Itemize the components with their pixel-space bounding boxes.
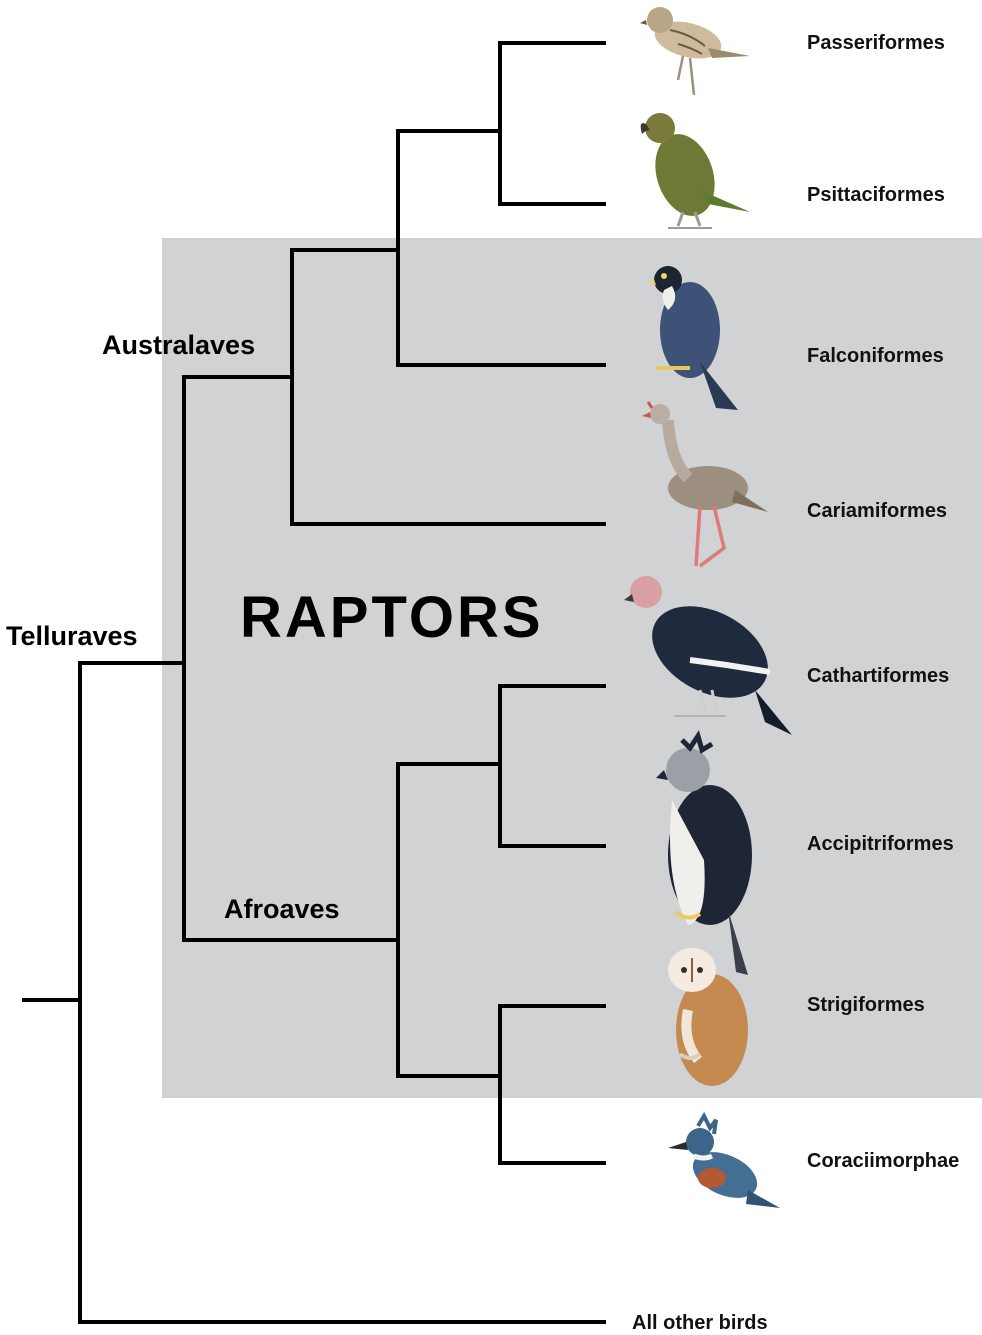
clade-label-telluraves: Telluraves <box>6 621 138 651</box>
taxon-label-coraciimorphae: Coraciimorphae <box>807 1150 959 1172</box>
raptors-label: RAPTORS <box>240 585 544 650</box>
taxon-label-cathartiformes: Cathartiformes <box>807 665 949 687</box>
taxon-label-cariamiformes: Cariamiformes <box>807 500 947 522</box>
clade-label-australaves: Australaves <box>102 330 255 360</box>
branch-passerine-parrot-split <box>500 43 604 204</box>
clade-label-afroaves: Afroaves <box>224 894 340 924</box>
kingfisher-illustration <box>668 1116 780 1208</box>
sparrow-illustration <box>640 7 750 95</box>
kea-parrot-illustration <box>641 113 750 228</box>
taxon-label-falconiformes: Falconiformes <box>807 345 944 367</box>
taxon-label-accipitriformes: Accipitriformes <box>807 833 954 855</box>
taxon-label-psittaciformes: Psittaciformes <box>807 184 945 206</box>
taxon-label-passeriformes: Passeriformes <box>807 32 945 54</box>
taxon-label-strigiformes: Strigiformes <box>807 994 925 1016</box>
outgroup-label: All other birds <box>632 1312 768 1330</box>
